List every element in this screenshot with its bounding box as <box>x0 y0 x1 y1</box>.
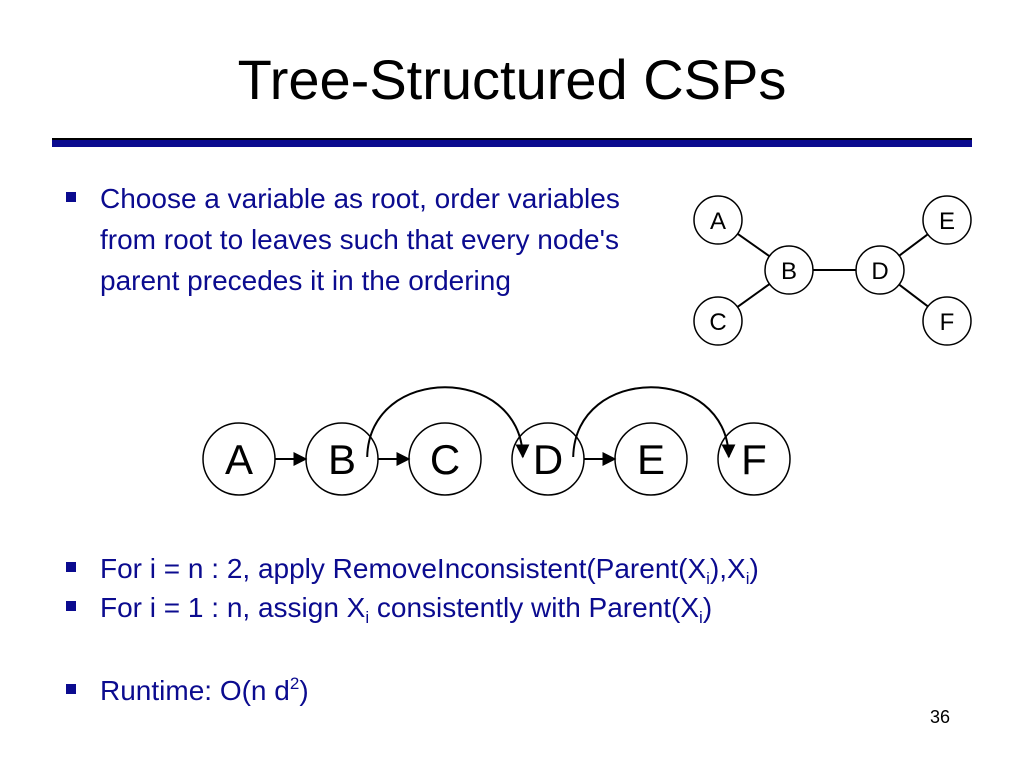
bullet-marker-4 <box>66 684 76 694</box>
tree-node-label: E <box>939 208 955 235</box>
tree-node-c: C <box>693 296 743 346</box>
order-node-label: E <box>637 436 665 483</box>
bullet-text-3: For i = 1 : n, assign Xi consistently wi… <box>100 592 713 627</box>
tree-node-label: F <box>940 309 955 336</box>
tree-node-circle <box>855 245 905 295</box>
tree-node-label: C <box>709 309 726 336</box>
order-node-e: E <box>614 422 688 496</box>
title-rule-thick <box>52 140 972 147</box>
order-node-f: F <box>717 422 791 496</box>
order-node-d: D <box>511 422 585 496</box>
tree-node-label: A <box>710 208 726 235</box>
bullet-marker-2 <box>66 562 76 572</box>
tree-node-b: B <box>764 245 814 295</box>
slide-number: 36 <box>930 707 951 727</box>
bullet-text-4: Runtime: O(n d2) <box>100 674 309 706</box>
tree-edge-c-b <box>736 283 771 308</box>
tree-edge-d-f <box>898 283 929 308</box>
order-node-b: B <box>305 422 379 496</box>
order-arrow-d-f <box>572 386 736 459</box>
order-arrow-b-d <box>366 386 530 459</box>
order-node-label: D <box>533 436 563 483</box>
tree-node-a: A <box>693 195 743 245</box>
bullet-text-1: Choose a variable as root, order variabl… <box>100 183 620 296</box>
bullet-marker-1 <box>66 192 76 202</box>
order-node-label: A <box>225 436 253 483</box>
tree-node-circle <box>693 195 743 245</box>
bullet-marker-3 <box>66 601 76 611</box>
title-rule-thin <box>52 138 972 140</box>
order-node-a: A <box>202 422 276 496</box>
tree-edge-d-e <box>898 233 929 257</box>
tree-node-label: B <box>781 258 797 285</box>
order-node-c: C <box>408 422 482 496</box>
slide-title: Tree-Structured CSPs <box>237 48 787 111</box>
tree-node-circle <box>693 296 743 346</box>
order-node-label: B <box>328 436 356 483</box>
ordering-chain: A B C D E F <box>202 386 791 496</box>
tree-node-circle <box>922 195 972 245</box>
tree-node-e: E <box>922 195 972 245</box>
tree-edge-a-b <box>737 233 770 257</box>
tree-node-circle <box>764 245 814 295</box>
constraint-tree: A B C D E F <box>693 195 972 346</box>
tree-node-f: F <box>922 296 972 346</box>
order-node-circle <box>717 422 791 496</box>
tree-node-circle <box>922 296 972 346</box>
bullet-text-2: For i = n : 2, apply RemoveInconsistent(… <box>100 553 759 588</box>
order-node-label: C <box>430 436 460 483</box>
order-node-label: F <box>741 436 767 483</box>
tree-node-label: D <box>871 258 888 285</box>
tree-node-d: D <box>855 245 905 295</box>
